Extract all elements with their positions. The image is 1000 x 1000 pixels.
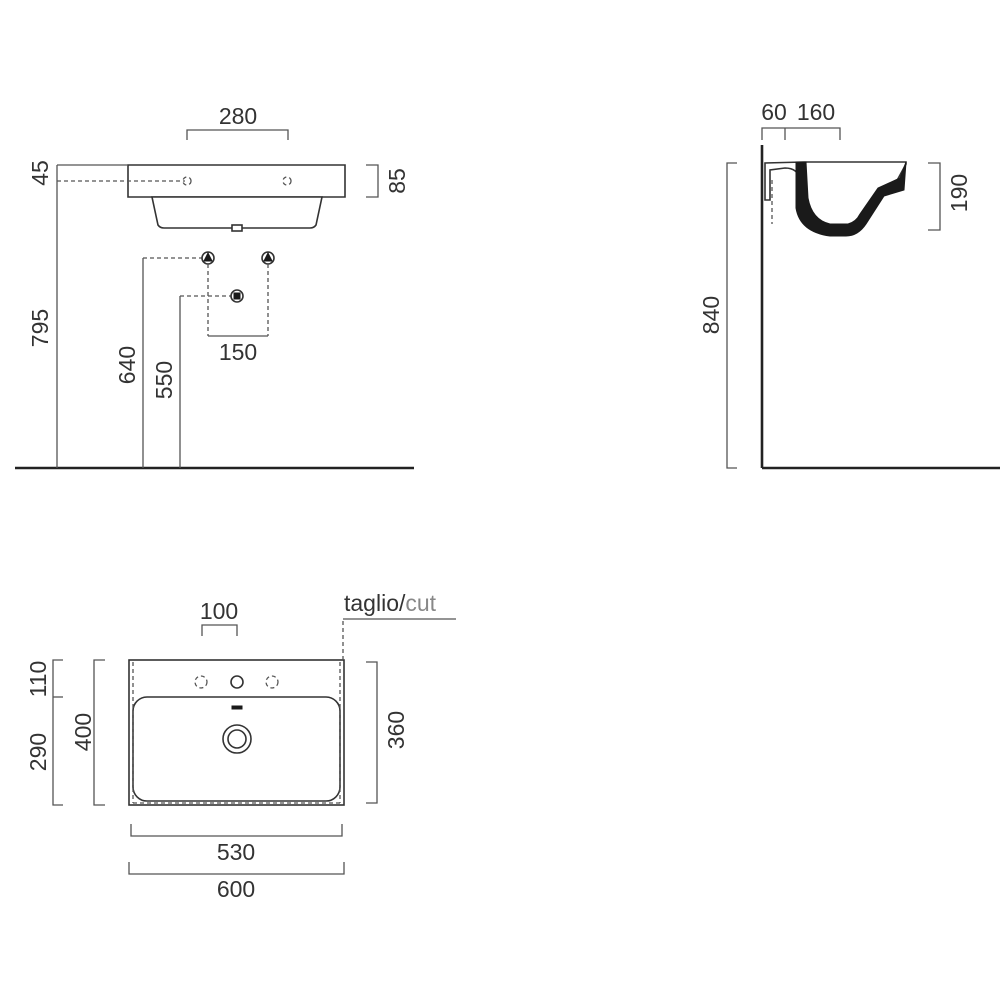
dimension-rim-height: 85 bbox=[384, 168, 410, 194]
dimension-side-total-height: 840 bbox=[698, 296, 724, 334]
dimension-hole-spacing: 280 bbox=[219, 103, 257, 129]
side-view: 60 160 190 840 bbox=[698, 99, 1000, 470]
dimension-basin-height: 190 bbox=[946, 174, 972, 212]
dimension-bowl-depth: 290 bbox=[25, 733, 51, 771]
dimension-back-depth: 110 bbox=[25, 661, 51, 698]
supply-valve-left-marker bbox=[203, 251, 213, 262]
top-tap-hole-left bbox=[194, 675, 208, 689]
dimension-cut-depth: 360 bbox=[383, 711, 409, 749]
dimension-total-width: 600 bbox=[217, 876, 255, 902]
top-tap-hole-center bbox=[230, 675, 244, 689]
dimension-cut-width: 530 bbox=[217, 839, 255, 865]
cut-label-it: taglio/ bbox=[344, 590, 406, 616]
dimension-line-530 bbox=[130, 824, 343, 837]
dimension-line-side-top bbox=[761, 127, 841, 140]
cut-label: taglio/cut bbox=[344, 590, 437, 616]
dimension-line-360 bbox=[366, 661, 378, 804]
dimension-line-190 bbox=[928, 162, 941, 231]
top-view: 100 taglio/cut 110 290 400 360 530 600 bbox=[25, 590, 456, 902]
dimension-waste-height: 550 bbox=[151, 361, 177, 399]
top-tap-hole-right bbox=[265, 675, 279, 689]
supply-valve-right-marker bbox=[263, 251, 273, 262]
dimension-supply-spacing: 150 bbox=[219, 339, 257, 365]
dimension-line-840 bbox=[726, 162, 737, 469]
dimension-total-depth: 400 bbox=[70, 713, 96, 751]
dimension-line-280 bbox=[186, 129, 289, 140]
basin-rim bbox=[127, 164, 346, 198]
dimension-line-100 bbox=[201, 624, 238, 636]
dimension-line-400 bbox=[93, 659, 105, 806]
side-basin-body bbox=[764, 161, 907, 233]
basin-bowl bbox=[151, 196, 323, 229]
front-view: 280 85 45 795 640 550 150 bbox=[15, 103, 414, 470]
dimension-supply-height: 640 bbox=[114, 346, 140, 384]
cut-label-en: cut bbox=[405, 590, 436, 616]
dimension-total-height: 795 bbox=[27, 309, 53, 347]
dimension-top-offset: 45 bbox=[27, 160, 53, 186]
dimension-line-600 bbox=[128, 862, 345, 875]
dimension-tap-spacing: 100 bbox=[200, 598, 238, 624]
tap-hole-right bbox=[282, 176, 292, 186]
dimension-wall-gap: 60 bbox=[761, 99, 787, 125]
dimension-depth: 160 bbox=[797, 99, 835, 125]
side-basin-section bbox=[795, 161, 907, 237]
waste-outlet bbox=[231, 224, 243, 232]
overflow-slot bbox=[231, 705, 243, 710]
drain-inner bbox=[227, 729, 247, 749]
waste-connection-marker bbox=[233, 292, 241, 300]
dimension-line-left-outer bbox=[52, 659, 63, 806]
dimension-line-85 bbox=[366, 164, 379, 198]
tap-hole-left bbox=[182, 176, 192, 186]
